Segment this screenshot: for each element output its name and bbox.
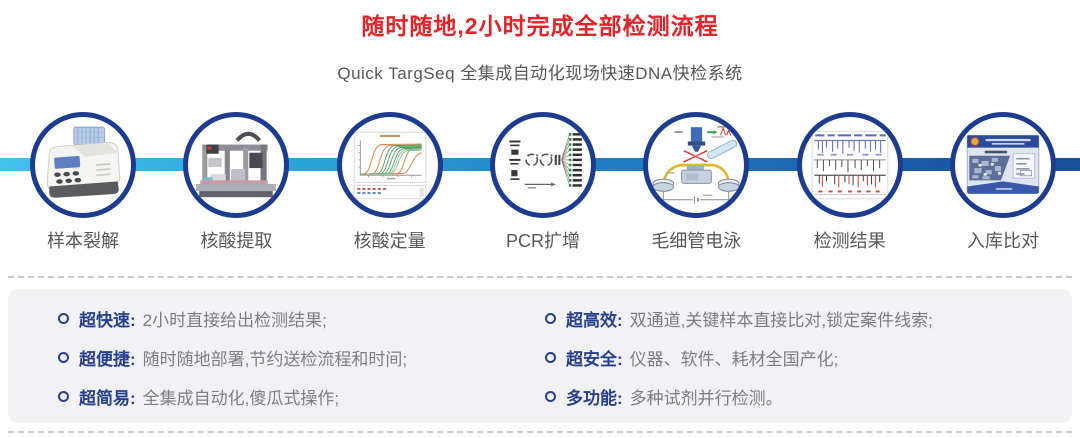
workflow-step-pcr-amplification: PCR扩增 xyxy=(489,112,596,253)
sample-lysis-device-icon xyxy=(46,126,121,198)
amplification-curves-icon xyxy=(353,131,426,200)
workflow-step-sample-lysis: 样本裂解 xyxy=(30,112,136,253)
feature-text: 多种试剂并行检测。 xyxy=(629,388,783,408)
workflow-step-nucleic-acid-extraction: 核酸提取 xyxy=(183,112,290,253)
feature-item: 超简易: 全集成自动化,傻瓜式操作; xyxy=(58,384,407,408)
feature-text: 2小时直接给出检测结果; xyxy=(142,310,327,330)
feature-label: 超安全: xyxy=(566,349,623,369)
pcr-workflow-diagram-icon xyxy=(509,132,582,189)
feature-item: 超安全: 仪器、软件、耗材全国产化; xyxy=(545,345,933,369)
workflow-step-database-comparison: 入库比对 xyxy=(949,112,1056,253)
feature-item: 超高效: 双通道,关键样本直接比对,锁定案件线索; xyxy=(545,306,933,330)
bullet-circle-icon xyxy=(545,351,556,363)
bullet-circle-icon xyxy=(58,390,69,402)
step-circle xyxy=(30,112,136,218)
feature-text: 双通道,关键样本直接比对,锁定案件线索; xyxy=(629,310,933,330)
feature-text: 全集成自动化,傻瓜式操作; xyxy=(142,388,340,408)
capillary-electrophoresis-icon xyxy=(652,126,740,204)
dashed-divider-top xyxy=(8,276,1072,278)
step-label: 检测结果 xyxy=(813,231,886,251)
step-label: PCR扩增 xyxy=(505,231,580,251)
workflow-step-nucleic-acid-quantification: 核酸定量 xyxy=(336,112,443,253)
workflow-step-capillary-electrophoresis: 毛细管电泳 xyxy=(643,112,750,253)
step-circle xyxy=(336,112,443,218)
step-label: 毛细管电泳 xyxy=(651,231,742,251)
bullet-circle-icon xyxy=(545,390,556,402)
feature-label: 超快速: xyxy=(79,310,136,330)
step-label: 核酸提取 xyxy=(200,231,273,251)
feature-label: 超便捷: xyxy=(79,349,136,369)
workflow-step-test-results: 检测结果 xyxy=(796,112,903,253)
feature-text: 仪器、软件、耗材全国产化; xyxy=(629,349,839,369)
extraction-workstation-icon xyxy=(196,131,277,198)
bullet-circle-icon xyxy=(58,312,69,324)
step-label: 入库比对 xyxy=(966,231,1039,251)
bullet-circle-icon xyxy=(58,351,69,363)
page-title: 随时随地,2小时完成全部检测流程 xyxy=(361,13,719,39)
step-label: 样本裂解 xyxy=(47,231,119,251)
feature-label: 多功能: xyxy=(566,388,623,408)
step-circle xyxy=(489,112,596,218)
feature-text: 随时随地部署,节约送检流程和时间; xyxy=(142,349,408,369)
feature-label: 超高效: xyxy=(566,310,623,330)
feature-item: 超快速: 2小时直接给出检测结果; xyxy=(58,306,407,330)
bullet-circle-icon xyxy=(545,312,556,324)
step-circle xyxy=(643,112,750,218)
workflow-steps: 样本裂解 核酸提取 xyxy=(30,112,1056,253)
feature-item: 超便捷: 随时随地部署,节约送检流程和时间; xyxy=(58,345,407,369)
step-circle xyxy=(183,112,290,218)
page-subtitle: Quick TargSeq 全集成自动化现场快速DNA快检系统 xyxy=(337,64,743,83)
step-circle xyxy=(949,112,1056,218)
step-circle xyxy=(796,112,903,218)
features-column-right: 超高效: 双通道,关键样本直接比对,锁定案件线索; 超安全: 仪器、软件、耗材全… xyxy=(545,306,933,408)
feature-item: 多功能: 多种试剂并行检测。 xyxy=(545,384,933,408)
features-column-left: 超快速: 2小时直接给出检测结果; 超便捷: 随时随地部署,节约送检流程和时间;… xyxy=(58,306,407,408)
features-panel xyxy=(8,289,1072,423)
step-label: 核酸定量 xyxy=(353,231,426,251)
feature-label: 超简易: xyxy=(79,388,136,408)
electropherogram-icon xyxy=(811,130,888,200)
dashed-divider-bottom xyxy=(8,431,1072,433)
database-certificate-icon xyxy=(966,134,1040,195)
